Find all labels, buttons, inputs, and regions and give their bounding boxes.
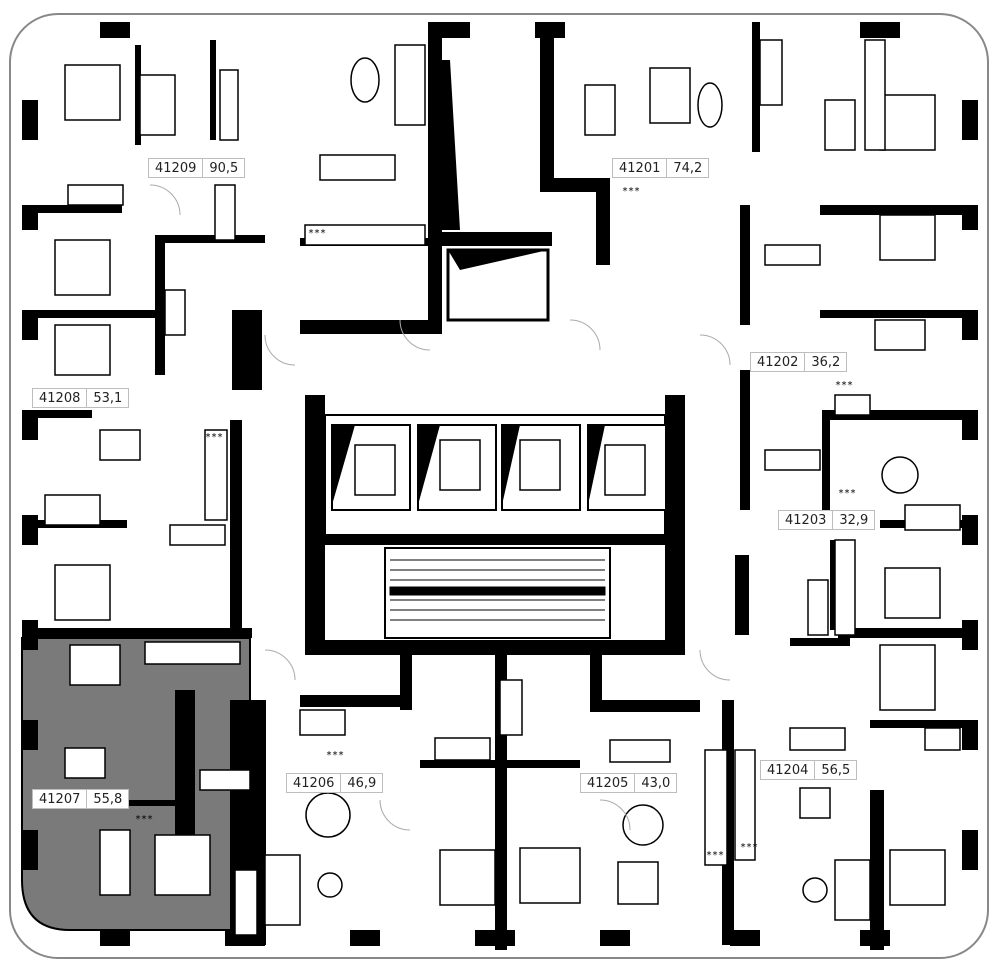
unit-label-41204[interactable]: 41204 56,5	[760, 760, 858, 780]
unit-area: 55,8	[93, 791, 123, 807]
door-swings	[149, 184, 731, 831]
unit-area: 53,1	[93, 390, 123, 406]
unit-number: 41207	[33, 790, 88, 808]
kitchen-marker: ***	[740, 842, 759, 853]
elevator-core	[324, 414, 667, 536]
unit-area: 43,0	[641, 775, 671, 791]
unit-label-41206[interactable]: 41206 46,9	[286, 773, 384, 793]
unit-label-41202[interactable]: 41202 36,2	[750, 352, 848, 372]
unit-number: 41202	[751, 353, 806, 371]
kitchen-marker: ***	[326, 750, 345, 761]
unit-number: 41208	[33, 389, 88, 407]
unit-area: 74,2	[673, 160, 703, 176]
service-shaft	[442, 60, 550, 322]
unit-label-41209[interactable]: 41209 90,5	[148, 158, 246, 178]
unit-label-41205[interactable]: 41205 43,0	[580, 773, 678, 793]
kitchen-marker: ***	[135, 814, 154, 825]
unit-label-41203[interactable]: 41203 32,9	[778, 510, 876, 530]
unit-number: 41204	[761, 761, 816, 779]
unit-number: 41201	[613, 159, 668, 177]
unit-label-41208[interactable]: 41208 53,1	[32, 388, 130, 408]
unit-number: 41205	[581, 774, 636, 792]
kitchen-marker: ***	[622, 186, 641, 197]
kitchen-marker: ***	[706, 850, 725, 861]
stairwell	[384, 547, 611, 639]
kitchen-marker: ***	[835, 380, 854, 391]
unit-area: 56,5	[821, 762, 851, 778]
kitchen-marker: ***	[308, 228, 327, 239]
unit-area: 90,5	[209, 160, 239, 176]
unit-area: 36,2	[811, 354, 841, 370]
unit-area: 32,9	[839, 512, 869, 528]
unit-number: 41209	[149, 159, 204, 177]
unit-area: 46,9	[347, 775, 377, 791]
unit-number: 41206	[287, 774, 342, 792]
kitchen-marker: ***	[205, 432, 224, 443]
unit-label-41207[interactable]: 41207 55,8	[32, 789, 130, 809]
unit-label-41201[interactable]: 41201 74,2	[612, 158, 710, 178]
unit-number: 41203	[779, 511, 834, 529]
furniture	[44, 39, 961, 936]
interior-walls	[22, 22, 978, 950]
kitchen-marker: ***	[838, 488, 857, 499]
